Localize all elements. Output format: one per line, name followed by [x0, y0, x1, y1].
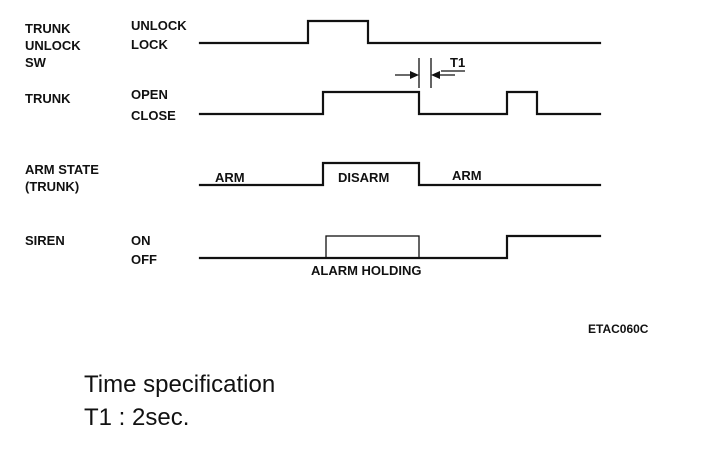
- t1-label: T1: [450, 55, 465, 70]
- t1-arrow-right-head: [431, 71, 440, 79]
- signal-arm-state: ARM STATE (TRUNK) ARM DISARM ARM: [25, 161, 602, 194]
- waveform-trunk: [198, 90, 602, 116]
- signal-name-line: SIREN: [25, 233, 65, 248]
- t1-marker: T1: [395, 55, 465, 88]
- spec-line: T1 : 2sec.: [84, 404, 189, 431]
- arm-label-before: ARM: [215, 170, 245, 185]
- alarm-holding-label: ALARM HOLDING: [311, 263, 422, 278]
- signal-name-line: ARM STATE: [25, 162, 99, 177]
- spec-title: Time specification: [84, 371, 275, 398]
- alarm-holding-box: [325, 235, 420, 259]
- figure-id: ETAC060C: [588, 322, 649, 336]
- waveform-siren: [198, 234, 602, 260]
- state-label-high: OPEN: [131, 87, 168, 102]
- state-label-low: LOCK: [131, 37, 168, 52]
- state-label-low: OFF: [131, 252, 157, 267]
- state-label-high: ON: [131, 233, 151, 248]
- signal-trunk: TRUNK OPEN CLOSE: [25, 87, 602, 123]
- state-label-high: UNLOCK: [131, 18, 187, 33]
- state-label-low: CLOSE: [131, 108, 176, 123]
- signal-siren: SIREN ON OFF ALARM HOLDING: [25, 233, 602, 278]
- arm-label-after: ARM: [452, 168, 482, 183]
- t1-arrow-left-head: [410, 71, 419, 79]
- waveform-arm-state: [198, 161, 602, 187]
- signal-name-line: TRUNK: [25, 21, 71, 36]
- signal-name-line: SW: [25, 55, 47, 70]
- signal-trunk-unlock-sw: TRUNK UNLOCK SW UNLOCK LOCK: [25, 18, 602, 70]
- disarm-label: DISARM: [338, 170, 389, 185]
- waveform-trunk-unlock-sw: [198, 19, 602, 45]
- signal-name-line: (TRUNK): [25, 179, 79, 194]
- signal-name-line: TRUNK: [25, 91, 71, 106]
- signal-name-line: UNLOCK: [25, 38, 81, 53]
